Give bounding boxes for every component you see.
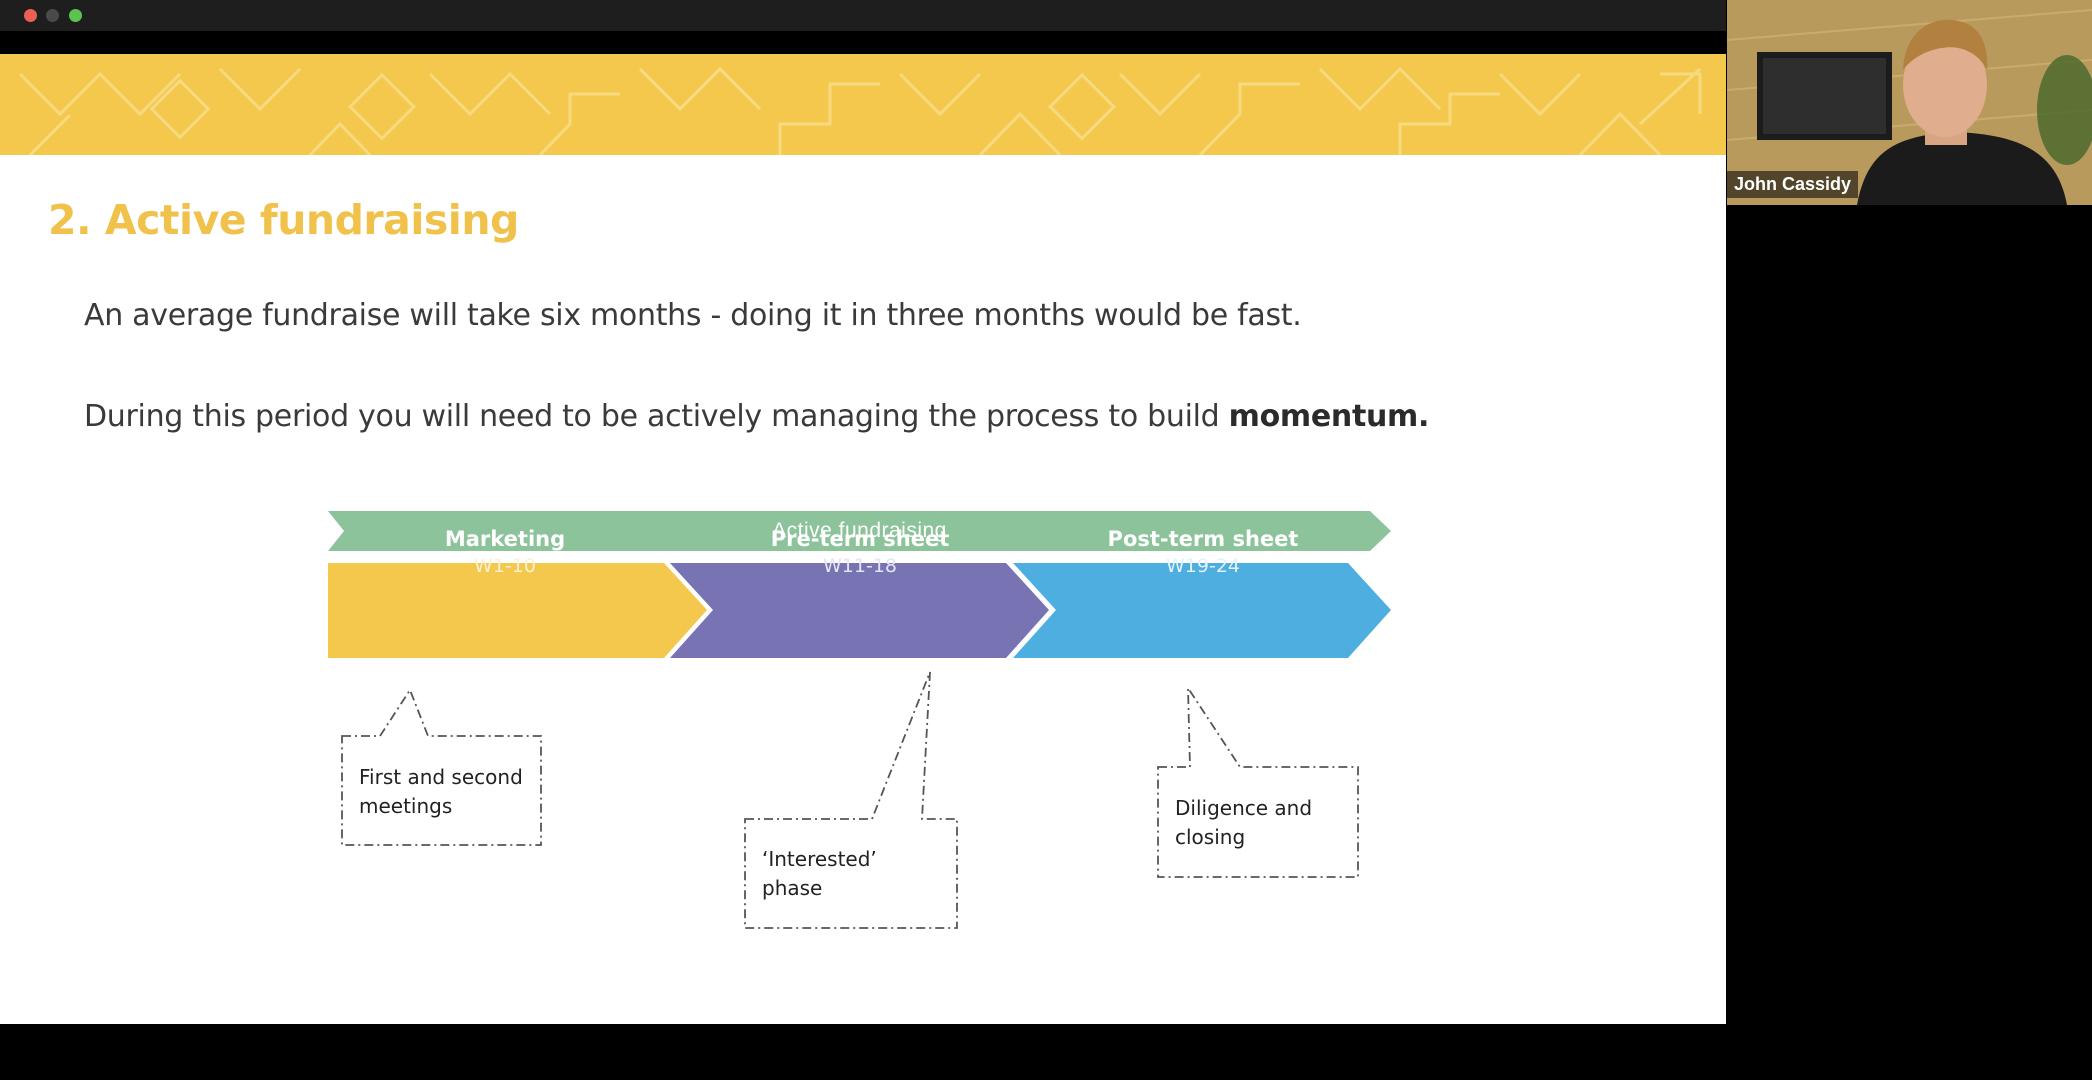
- callout-first-meetings-shape: [341, 688, 542, 846]
- callout-interested-shape: [744, 671, 958, 929]
- maximize-window-button[interactable]: [69, 9, 82, 22]
- slide-header-banner: [0, 54, 1726, 155]
- callout-line: First and second: [359, 765, 523, 789]
- stage-marketing-chevron: [328, 563, 707, 658]
- stage-marketing: Marketing W1-10: [385, 527, 625, 577]
- fundraising-timeline-diagram: Active fundraising Marketing W1-10 Pre-t…: [328, 511, 1391, 929]
- shared-slide: 2. Active fundraising An average fundrai…: [0, 54, 1726, 1024]
- slide-paragraph-2: During this period you will need to be a…: [84, 399, 1429, 434]
- window-title-bar: [0, 0, 1726, 31]
- stage-name: Marketing: [444, 527, 566, 551]
- callout-diligence-closing: Diligence and closing: [1175, 794, 1312, 852]
- callout-first-meetings: First and second meetings: [359, 763, 523, 821]
- stage-post-term-sheet: Post-term sheet W19-24: [1083, 527, 1323, 577]
- callout-line: closing: [1175, 825, 1246, 849]
- video-feed-image: [1727, 0, 2092, 205]
- stage-weeks: W11-18: [823, 555, 897, 577]
- participant-video-tile[interactable]: [1727, 0, 2092, 205]
- stage-pre-term-sheet: Pre-term sheet W11-18: [740, 527, 980, 577]
- callout-line: Diligence and: [1175, 796, 1313, 820]
- stage-name: Post-term sheet: [1107, 527, 1299, 551]
- callout-line: ‘Interested’: [762, 847, 877, 871]
- phase-bar: [328, 511, 1391, 551]
- banner-pattern: [18, 66, 1702, 155]
- callout-diligence-shape: [1157, 684, 1359, 878]
- stage-weeks: W19-24: [1166, 555, 1240, 577]
- slide-title: 2. Active fundraising: [48, 196, 519, 244]
- paragraph-2-emphasis: momentum.: [1228, 399, 1430, 434]
- stage-name: Pre-term sheet: [770, 527, 950, 551]
- participant-name-tag: John Cassidy: [1727, 171, 1859, 198]
- stage-post-term-chevron: [1013, 563, 1391, 658]
- phase-label: Active fundraising: [772, 519, 947, 542]
- minimize-window-button[interactable]: [46, 9, 59, 22]
- paragraph-2-text: During this period you will need to be a…: [84, 399, 1229, 434]
- callout-line: phase: [762, 876, 823, 900]
- stage-pre-term-chevron: [670, 563, 1049, 658]
- stage-weeks: W1-10: [474, 555, 536, 577]
- callout-line: meetings: [359, 794, 453, 818]
- close-window-button[interactable]: [24, 9, 37, 22]
- callout-interested-phase: ‘Interested’ phase: [762, 845, 877, 903]
- slide-paragraph-1: An average fundraise will take six month…: [84, 298, 1302, 333]
